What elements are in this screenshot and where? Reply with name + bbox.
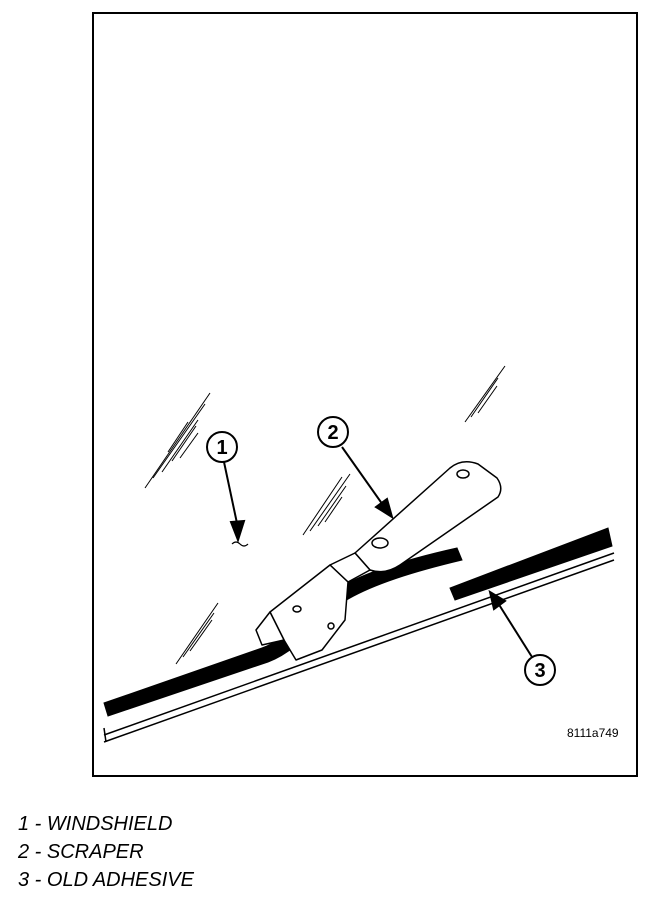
callout-circle-2 [317, 416, 349, 448]
callout-1: 1 [206, 431, 238, 463]
windshield-pointer-squiggle [231, 541, 249, 547]
callout-3: 3 [524, 654, 556, 686]
leader-line-3 [497, 602, 533, 658]
scraper-tool [255, 461, 502, 661]
scraper-handle [354, 461, 502, 573]
arrowhead-1 [229, 519, 246, 544]
leader-line-2 [341, 446, 384, 506]
callout-circle-3 [524, 654, 556, 686]
scraper-blade [269, 564, 349, 661]
legend-item-scraper: 2 - SCRAPER [18, 841, 144, 863]
windshield-edge-lines [103, 552, 615, 743]
legend-item-windshield: 1 - WINDSHIELD [18, 813, 173, 835]
callout-number-3: 3 [534, 660, 545, 682]
leader-lines [223, 446, 533, 658]
callout-number-2: 2 [327, 422, 338, 444]
glass-reflection-marks [144, 365, 506, 665]
diagram-frame [92, 12, 638, 777]
callout-circle-1 [206, 431, 238, 463]
scraper-holes [292, 469, 470, 630]
leader-line-1 [223, 461, 239, 529]
arrowhead-2 [374, 497, 394, 520]
scraper-hole-lower [292, 605, 302, 613]
legend-item-old-adhesive: 3 - OLD ADHESIVE [18, 869, 194, 891]
legend: 1 - WINDSHIELD 2 - SCRAPER 3 - OLD ADHES… [18, 810, 418, 894]
callout-number-1: 1 [216, 437, 227, 459]
figure-id: 8111a749 [567, 726, 619, 740]
scraper-tip [255, 611, 285, 646]
arrowhead-3 [488, 589, 507, 611]
old-adhesive-bead-right [449, 527, 613, 601]
callout-2: 2 [317, 416, 349, 448]
scraper-hole-bottom [327, 622, 335, 630]
scraper-hole-top [456, 469, 470, 479]
scraper-hole-middle [371, 537, 389, 549]
